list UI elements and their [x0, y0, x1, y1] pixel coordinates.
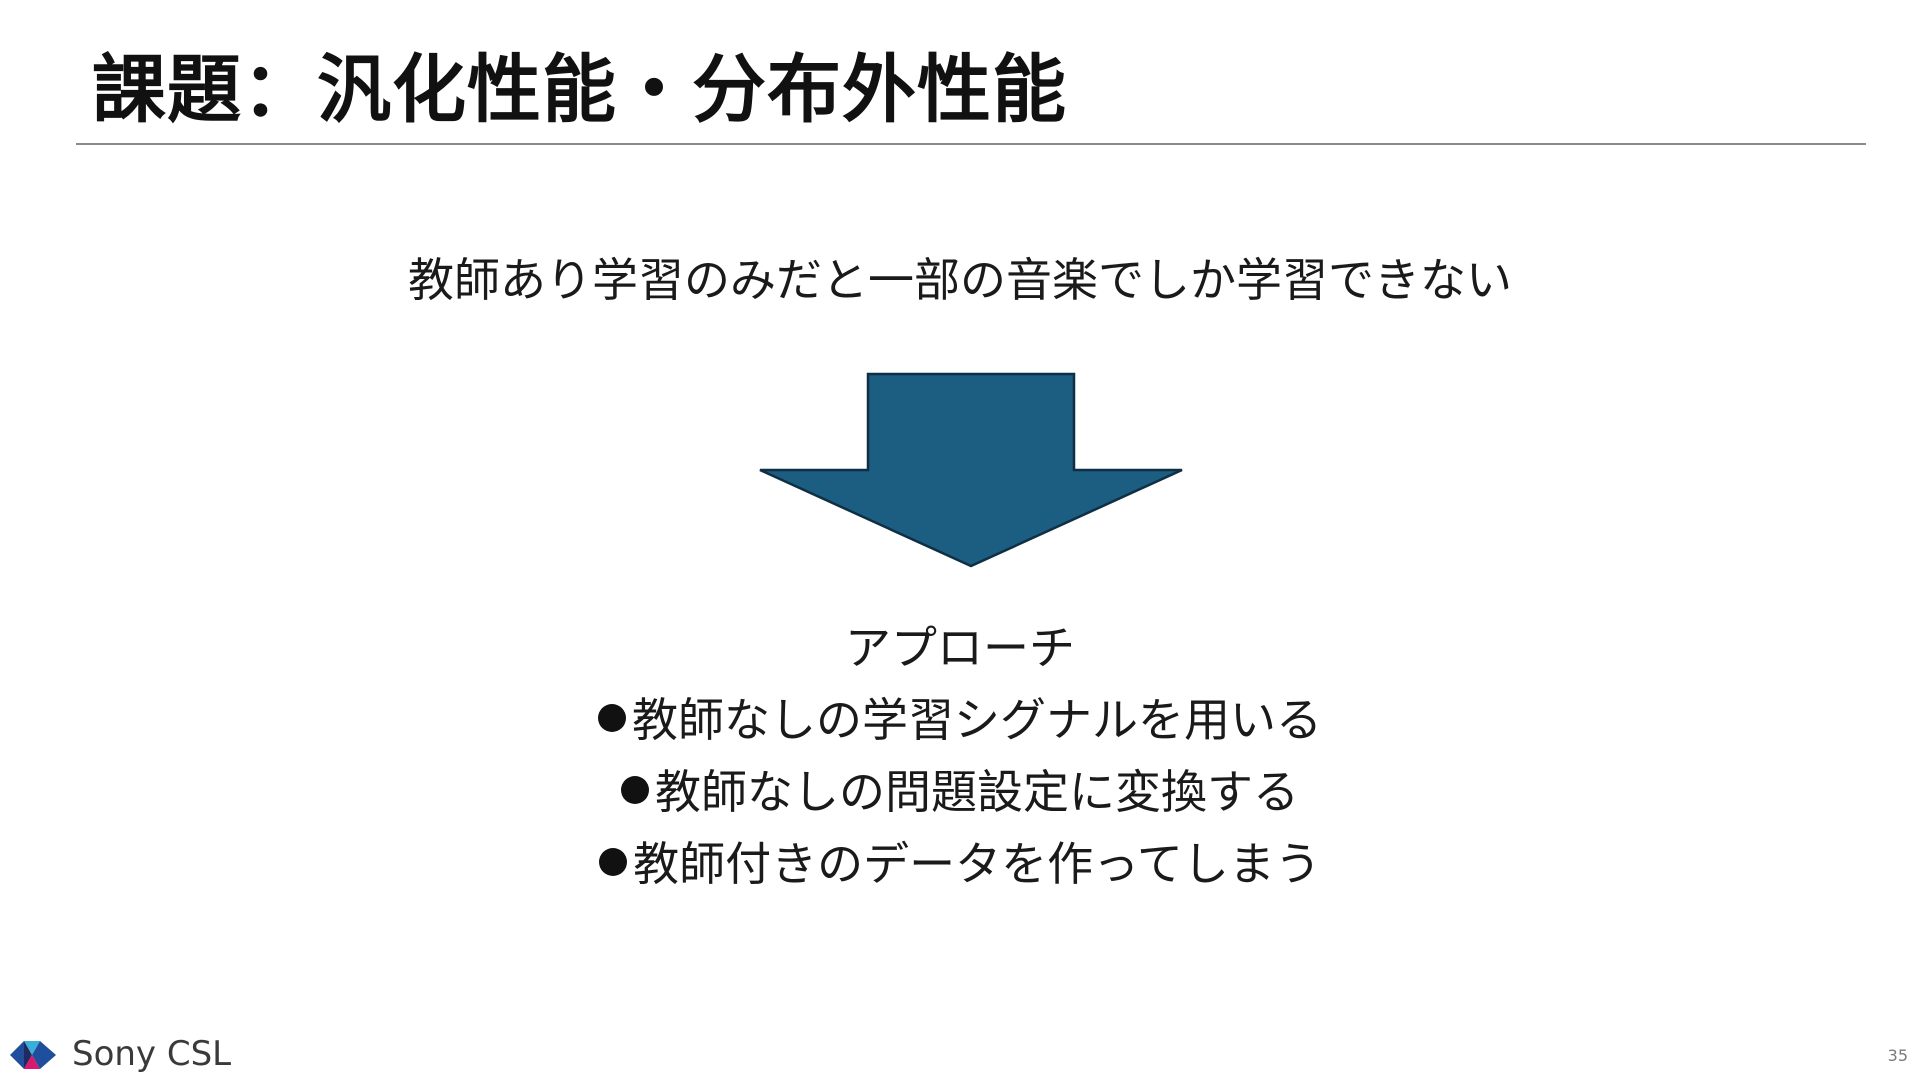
logo-segment-left [10, 1041, 24, 1069]
logo-segment-right [32, 1041, 56, 1069]
down-arrow-shape [759, 372, 1183, 568]
approach-heading: アプローチ [845, 621, 1075, 675]
approach-item-unsupervised-signal: 教師なしの学習シグナルを用いる [0, 684, 1920, 756]
bullet-icon [621, 776, 649, 804]
slide-title: 課題：汎化性能・分布外性能 [92, 47, 1067, 133]
logo-segment-top [24, 1041, 40, 1055]
problem-statement: 教師あり学習のみだと一部の音楽でしか学習できない [408, 253, 1512, 307]
approach-item-text: 教師なしの問題設定に変換する [655, 765, 1299, 819]
bullet-icon [599, 848, 628, 876]
logo-segment-bottom [24, 1055, 40, 1069]
down-arrow-icon [759, 372, 1183, 568]
approach-list: 教師なしの学習シグナルを用いる 教師なしの問題設定に変換する 教師付きのデータを… [0, 684, 1920, 900]
sony-csl-logo-icon [10, 1041, 56, 1069]
approach-item-text: 教師なしの学習シグナルを用いる [632, 693, 1322, 747]
title-divider [76, 143, 1866, 145]
approach-item-unsupervised-problem: 教師なしの問題設定に変換する [0, 756, 1920, 828]
page-number: 35 [1887, 1046, 1908, 1065]
bullet-icon [598, 704, 626, 732]
footer-brand-name: Sony CSL [72, 1034, 232, 1074]
approach-item-create-labeled-data: 教師付きのデータを作ってしまう [0, 828, 1920, 900]
logo-segment-center [24, 1041, 32, 1069]
approach-section: アプローチ 教師なしの学習シグナルを用いる 教師なしの問題設定に変換する 教師付… [0, 612, 1920, 900]
approach-item-text: 教師付きのデータを作ってしまう [633, 837, 1321, 891]
